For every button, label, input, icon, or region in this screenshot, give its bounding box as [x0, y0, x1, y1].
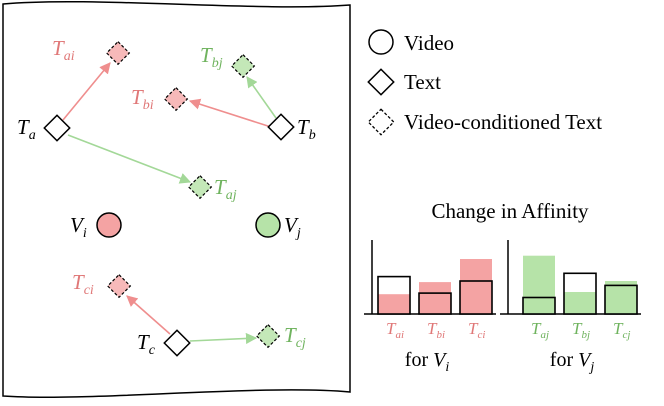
- video-node-vj: [255, 212, 281, 238]
- bar-before-bj: [563, 272, 597, 315]
- arrow-tc-to-tci: [126, 295, 171, 335]
- legend-video-label: Video: [404, 31, 454, 55]
- tick-label-ci: Tci: [468, 319, 485, 341]
- label-tbj: Tbj: [200, 43, 223, 71]
- bar-after-aj: [523, 255, 555, 314]
- vc-text-node-tai: [105, 40, 131, 66]
- bar-before-ci: [459, 280, 493, 315]
- text-node-tc: [163, 329, 191, 357]
- legend-video-icon: [368, 29, 394, 55]
- label-tai: Tai: [52, 36, 75, 64]
- bar-before-bi: [418, 292, 452, 315]
- legend-vc-text-label: Video-conditioned Text: [404, 110, 602, 134]
- arrow-tc-to-tcj: [189, 332, 258, 345]
- label-taj: Taj: [214, 175, 237, 203]
- text-node-tb: [267, 113, 295, 141]
- chart-j-caption: for Vj: [550, 349, 595, 375]
- bar-before-cj: [604, 284, 638, 315]
- legend-text-icon: [367, 68, 395, 96]
- arrow-tb-to-tbj: [246, 76, 277, 119]
- bar-after-cj: [605, 281, 637, 314]
- bar-after-bj: [564, 292, 596, 314]
- tick-label-bi: Tbi: [427, 319, 445, 341]
- arrow-ta-to-tai: [62, 62, 111, 121]
- bar-before-aj: [522, 296, 556, 315]
- video-node-vi: [96, 212, 122, 238]
- arrow-tb-to-tbi: [188, 98, 272, 128]
- label-vj: Vj: [284, 213, 301, 241]
- chart-title: Change in Affinity: [431, 199, 589, 223]
- bar-after-ai: [378, 294, 410, 314]
- label-tcj: Tcj: [284, 323, 306, 351]
- tick-label-cj: Tcj: [613, 319, 630, 341]
- legend-text-label: Text: [404, 70, 441, 94]
- label-tc: Tc: [137, 330, 156, 358]
- label-tb: Tb: [297, 115, 316, 143]
- text-node-ta: [43, 114, 71, 142]
- bar-before-ai: [377, 275, 411, 315]
- label-vi: Vi: [70, 213, 87, 241]
- legend-vc-text-icon: [367, 108, 395, 136]
- tick-label-bj: Tbj: [572, 319, 590, 341]
- tick-label-aj: Taj: [531, 319, 549, 341]
- bar-after-ci: [460, 259, 492, 314]
- label-tbi: Tbi: [131, 85, 154, 113]
- tick-label-ai: Tai: [386, 319, 404, 341]
- label-ta: Ta: [17, 115, 36, 143]
- affinity-chart: Tai Tbi Tci for Vi Taj Tbj Tcj for Vj: [364, 240, 641, 375]
- arrow-ta-to-taj: [67, 134, 192, 184]
- label-tci: Tci: [72, 270, 94, 298]
- chart-i-caption: for Vi: [405, 349, 450, 375]
- bar-after-bi: [419, 282, 451, 314]
